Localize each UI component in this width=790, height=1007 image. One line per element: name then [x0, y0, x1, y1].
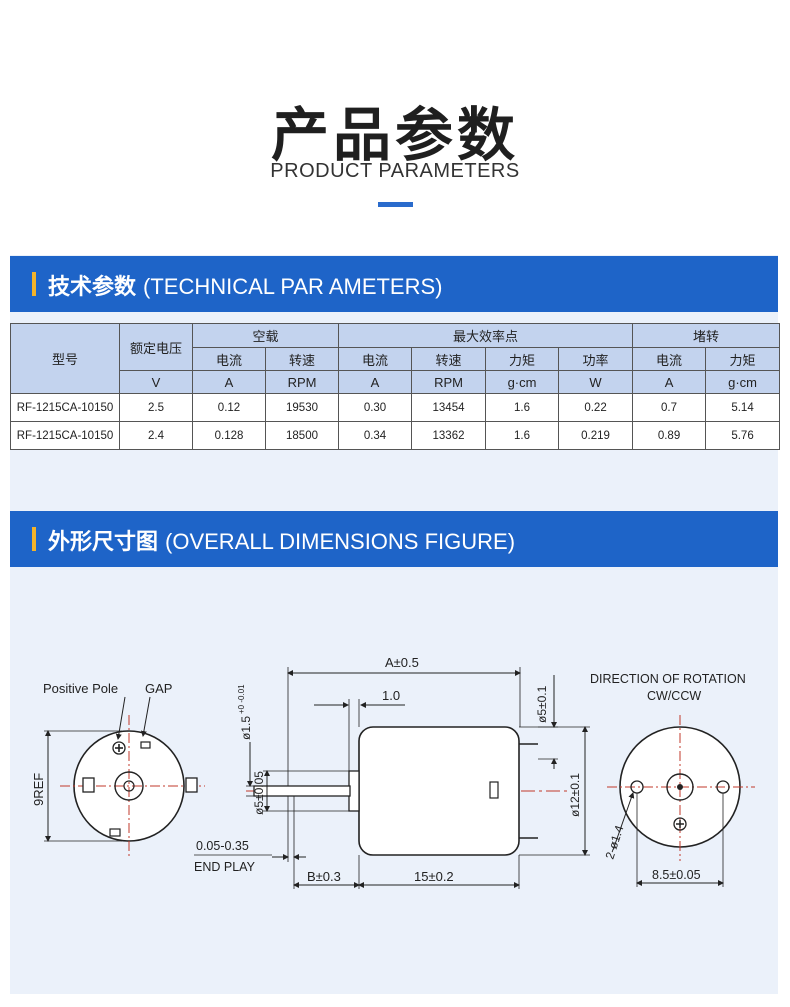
- side-view: A±0.5 1.0 ø1.5+0 -0.01 ø5±0.05 ø5±0.1 ø1…: [194, 655, 590, 889]
- table-units-row: V A RPM A RPM g·cm W A g·cm: [11, 370, 781, 394]
- table-cell: 1.6: [485, 393, 560, 422]
- table-cell: 0.219: [558, 421, 634, 450]
- end-view-right: DIRECTION OF ROTATION CW/CCW 2-ø1.4 8.5±…: [590, 672, 755, 887]
- model-cell: RF-1215CA-10150: [10, 393, 120, 422]
- stall-header: 堵转: [632, 323, 781, 348]
- dimensions-section-header: 外形尺寸图 (OVERALL DIMENSIONS FIGURE): [10, 511, 778, 567]
- model-header: 型号: [10, 323, 120, 394]
- dimensions-section-title: 外形尺寸图 (OVERALL DIMENSIONS FIGURE): [48, 529, 516, 555]
- table-cell: 1.6: [485, 421, 560, 450]
- a-dimension-label: A±0.5: [385, 655, 419, 670]
- shaft-diameter-label: ø1.5+0 -0.01: [237, 684, 253, 740]
- rated-voltage-header: 额定电压: [119, 323, 193, 371]
- end-play-value-label: 0.05-0.35: [196, 839, 249, 853]
- title-underline: [378, 202, 413, 207]
- terminal-diameter-label: ø5±0.1: [535, 685, 549, 723]
- unit-cell: A: [192, 370, 266, 394]
- table-cell: 0.34: [338, 421, 413, 450]
- b-dimension-label: B±0.3: [307, 869, 341, 884]
- end-view-left: 9REF Positive Pole GAP: [31, 681, 205, 859]
- subheader-cell: 转速: [264, 347, 340, 371]
- subheader-cell: 电流: [338, 347, 413, 371]
- dimensions-drawing: 9REF Positive Pole GAP A±0.5 1.0 ø1.5+0 …: [31, 655, 755, 889]
- hole-spacing-label: 8.5±0.05: [652, 868, 701, 882]
- body-length-label: 15±0.2: [414, 869, 454, 884]
- unit-cell: RPM: [264, 370, 340, 394]
- subheader-cell: 功率: [558, 347, 634, 371]
- unit-cell: RPM: [411, 370, 487, 394]
- table-cell: 13362: [411, 421, 487, 450]
- table-cell: 0.30: [338, 393, 413, 422]
- table-cell: 0.128: [192, 421, 266, 450]
- page-subtitle: PRODUCT PARAMETERS: [270, 160, 520, 182]
- positive-pole-label: Positive Pole: [43, 681, 118, 696]
- table-header-row: 型号 额定电压 空载 最大效率点 堵转: [10, 323, 781, 394]
- page-header: 产品参数 PRODUCT PARAMETERS: [0, 0, 790, 255]
- table-cell: 13454: [411, 393, 487, 422]
- technical-section-title: 技术参数 (TECHNICAL PAR AMETERS): [48, 274, 443, 300]
- table-cell: 0.12: [192, 393, 266, 422]
- holes-label: 2-ø1.4: [603, 823, 627, 861]
- gap-label: GAP: [145, 681, 172, 696]
- table-cell: 5.14: [705, 393, 781, 422]
- table-row: RF-1215CA-10150 2.4 0.128 18500 0.34 133…: [10, 421, 781, 450]
- unit-cell: V: [119, 370, 193, 394]
- table-cell: 19530: [264, 393, 340, 422]
- subheader-cell: 力矩: [705, 347, 781, 371]
- dimensions-drawing-area: 9REF Positive Pole GAP A±0.5 1.0 ø1.5+0 …: [10, 567, 778, 994]
- unit-cell: g·cm: [705, 370, 781, 394]
- max-efficiency-header: 最大效率点: [338, 323, 634, 348]
- table-cell: 5.76: [705, 421, 781, 450]
- one-mm-label: 1.0: [382, 688, 400, 703]
- section-accent-mark: [32, 272, 36, 296]
- section-accent-mark: [32, 527, 36, 551]
- page-title: 产品参数: [270, 101, 519, 169]
- subheader-cell: 电流: [632, 347, 707, 371]
- body-diameter-label: ø12±0.1: [568, 773, 582, 817]
- rotation-value-label: CW/CCW: [647, 689, 701, 703]
- model-cell: RF-1215CA-10150: [10, 421, 120, 450]
- unit-cell: W: [558, 370, 634, 394]
- subheader-cell: 转速: [411, 347, 487, 371]
- table-cell: 18500: [264, 421, 340, 450]
- end-play-label: END PLAY: [194, 860, 256, 874]
- ref-dim-label: 9REF: [31, 773, 46, 806]
- table-subheader-row: 电流 转速 电流 转速 力矩 功率 电流 力矩: [11, 347, 781, 371]
- boss-diameter-label: ø5±0.05: [252, 771, 266, 815]
- unit-cell: g·cm: [485, 370, 560, 394]
- table-cell: 2.5: [119, 393, 193, 422]
- table-cell: 2.4: [119, 421, 193, 450]
- subheader-cell: 电流: [192, 347, 266, 371]
- unit-cell: A: [338, 370, 413, 394]
- technical-parameters-table: 型号 额定电压 空载 最大效率点 堵转 电流 转速 电流 转速 力矩 功率 电流…: [10, 323, 781, 450]
- table-cell: 0.22: [558, 393, 634, 422]
- rotation-title-label: DIRECTION OF ROTATION: [590, 672, 746, 686]
- no-load-header: 空载: [191, 323, 340, 348]
- table-cell: 0.7: [632, 393, 707, 422]
- table-cell: 0.89: [632, 421, 707, 450]
- technical-section-header: 技术参数 (TECHNICAL PAR AMETERS): [10, 256, 778, 312]
- subheader-cell: 力矩: [485, 347, 560, 371]
- unit-cell: A: [632, 370, 707, 394]
- table-row: RF-1215CA-10150 2.5 0.12 19530 0.30 1345…: [10, 393, 781, 422]
